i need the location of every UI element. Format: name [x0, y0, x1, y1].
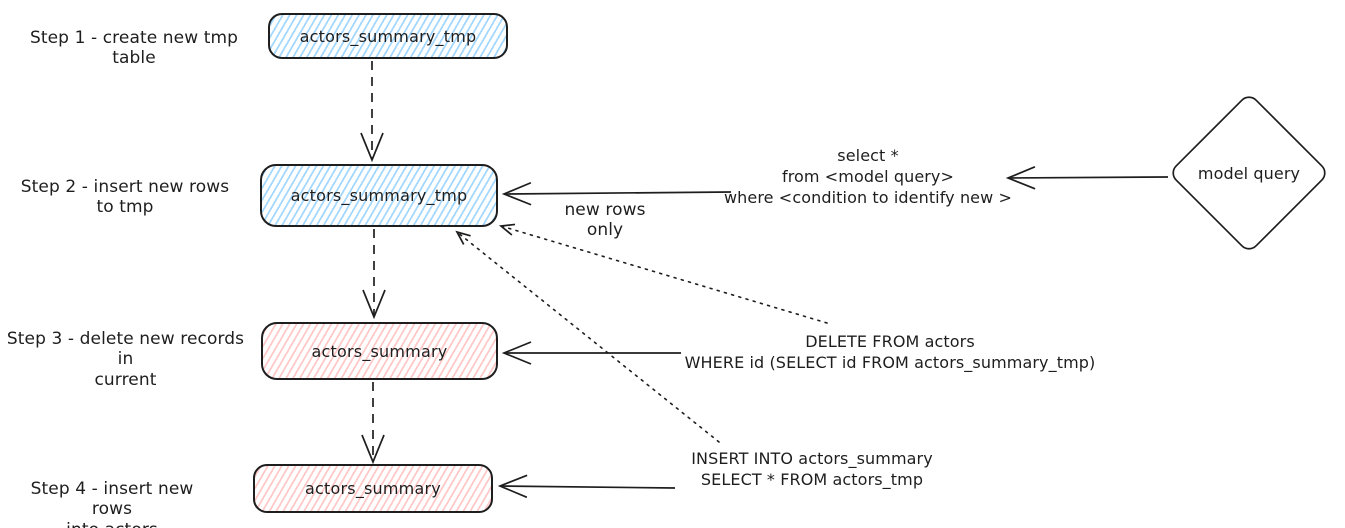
step4-node-label: actors_summary — [305, 479, 441, 498]
step2-label: Step 2 - insert new rows to tmp — [20, 177, 230, 218]
step4-node: actors_summary — [253, 464, 493, 513]
step1-node: actors_summary_tmp — [268, 13, 508, 59]
select-query-text: select * from <model query> where <condi… — [723, 146, 1013, 208]
step3-node-label: actors_summary — [311, 341, 448, 361]
step1-label: Step 1 - create new tmp table — [29, 28, 239, 69]
dotted-arrow-insert-to-tmp — [457, 232, 720, 443]
arrow-insert-to-summary — [497, 474, 676, 499]
arrow-select-to-tmp — [501, 181, 732, 206]
new-rows-only-label: new rows only — [564, 200, 646, 241]
step1-node-label: actors_summary_tmp — [299, 26, 477, 46]
arrow-modelquery-to-select — [1005, 166, 1169, 190]
step2-node-label: actors_summary_tmp — [290, 186, 468, 205]
step3-node: actors_summary — [261, 322, 498, 380]
step3-label: Step 3 - delete new records in current — [6, 329, 245, 390]
step2-node: actors_summary_tmp — [260, 164, 498, 227]
model-query-label: model query — [1197, 164, 1301, 183]
delete-query-text: DELETE FROM actors WHERE id (SELECT id F… — [684, 332, 1096, 373]
model-query-diamond — [1172, 96, 1326, 250]
step4-label: Step 4 - insert new rows into actors — [30, 479, 194, 528]
insert-query-text: INSERT INTO actors_summary SELECT * FROM… — [691, 449, 933, 490]
